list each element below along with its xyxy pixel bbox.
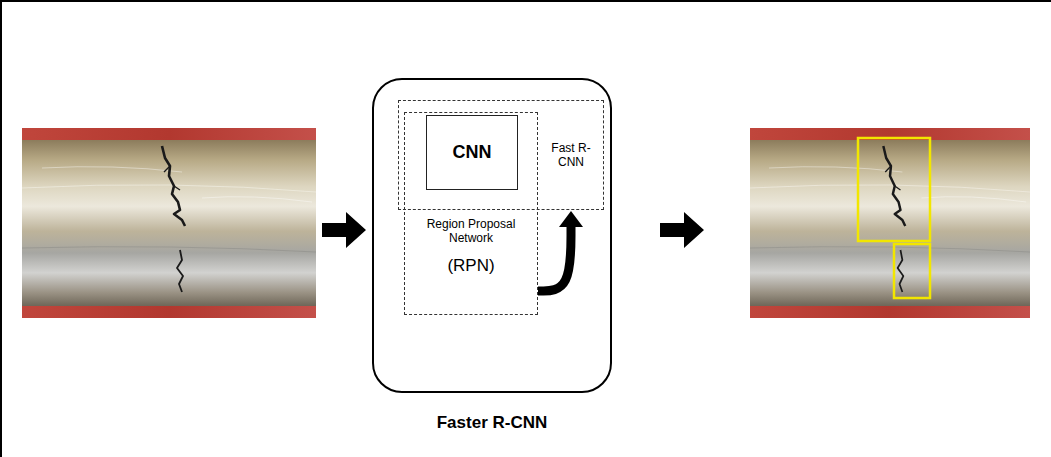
flow-connector [538, 211, 583, 291]
node-sublabel: (RPN) [409, 256, 533, 276]
flow-arrow [660, 212, 704, 248]
node-label: Region Proposal Network [409, 217, 533, 246]
dashed-module: Fast R-CNN CNN [398, 100, 604, 210]
node-label: Fast R-CNN [541, 141, 601, 170]
text-group: Region Proposal Network (RPN) [409, 217, 533, 276]
cnn-block: CNN [426, 115, 518, 190]
detection-box [858, 138, 930, 241]
node-label: Faster R-CNN [354, 413, 630, 433]
text-group: Fast R-CNN [541, 141, 601, 170]
node-label: CNN [453, 142, 492, 164]
input-photo [22, 128, 316, 318]
text-group: Faster R-CNN [354, 413, 630, 433]
connector-line [538, 225, 571, 291]
flow-arrow [322, 212, 366, 248]
text-group: CNN [427, 116, 517, 189]
detection-box [894, 244, 930, 298]
output-photo [750, 128, 1030, 318]
arrowhead [559, 211, 583, 227]
model-container: Faster R-CNNFast R-CNNCNNRegion Proposal… [372, 78, 612, 393]
